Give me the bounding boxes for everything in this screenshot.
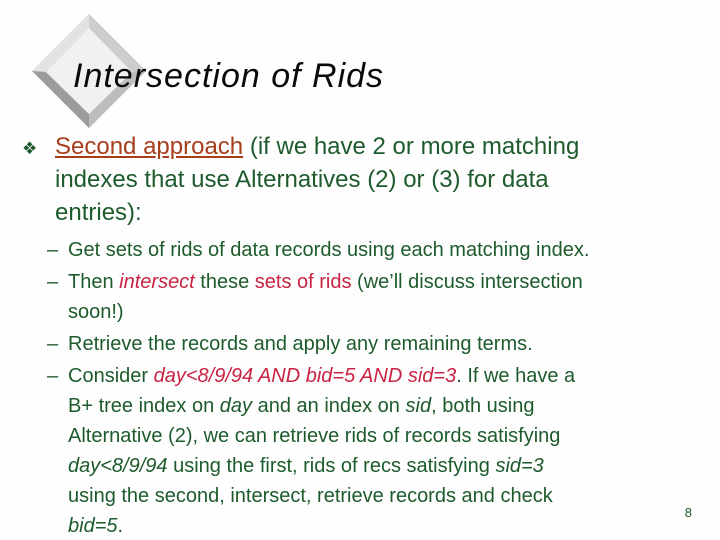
dash-bullet-icon: –	[47, 365, 59, 387]
text-segment: .	[117, 515, 124, 537]
bullet-list: ❖ Second approach (if we have 2 or more m…	[22, 130, 589, 540]
bullet-line: day<8/9/94 using the first, rids of recs…	[68, 451, 575, 481]
page-number: 8	[684, 505, 692, 520]
text-segment: . If we have a	[456, 365, 576, 387]
text-segment: soon!)	[68, 301, 124, 323]
bullet-line: Consider day<8/9/94 AND bid=5 AND sid=3.…	[68, 361, 575, 391]
text-segment: Then	[68, 271, 120, 293]
text-segment: Get sets of rids of data records using e…	[68, 239, 590, 261]
text-segment: these	[194, 271, 255, 293]
bullet-item: –Get sets of rids of data records using …	[47, 235, 589, 265]
text-segment: B+ tree index on	[68, 395, 220, 417]
bullet-item: –Then intersect these sets of rids (we’l…	[47, 267, 589, 327]
text-segment: Second approach	[55, 133, 244, 160]
bullet-item: ❖ Second approach (if we have 2 or more m…	[22, 130, 589, 229]
text-segment: indexes that use Alternatives (2) or (3)…	[55, 166, 549, 193]
bullet-text: Then intersect these sets of rids (we’ll…	[68, 267, 583, 327]
bullet-line: bid=5.	[68, 511, 575, 540]
text-segment: Alternative (2), we can retrieve rids of…	[68, 425, 561, 447]
dash-bullet-icon: –	[47, 239, 59, 261]
text-segment: sid=3	[495, 455, 544, 477]
text-segment: day<8/9/94	[68, 455, 168, 477]
text-segment: using the first, rids of recs satisfying	[167, 455, 496, 477]
text-segment: (we’ll discuss intersection	[351, 271, 583, 293]
diamond-logo-icon	[28, 14, 146, 133]
bullet-text: Retrieve the records and apply any remai…	[68, 329, 533, 359]
text-segment: entries):	[55, 199, 142, 226]
bullet-line: Alternative (2), we can retrieve rids of…	[68, 421, 575, 451]
bullet-line: entries):	[55, 196, 579, 229]
text-segment: day<8/9/94 AND bid=5 AND sid=3	[153, 365, 457, 387]
text-segment: , both using	[431, 395, 535, 417]
bullet-item: –Retrieve the records and apply any rema…	[47, 329, 589, 359]
bullet-text: Get sets of rids of data records using e…	[68, 235, 589, 265]
text-segment: (if we have 2 or more matching	[243, 133, 580, 160]
bullet-item: –Consider day<8/9/94 AND bid=5 AND sid=3…	[47, 361, 589, 540]
text-segment: and an index on	[252, 395, 406, 417]
text-segment: Consider	[68, 365, 154, 387]
bullet-line: Retrieve the records and apply any remai…	[68, 329, 533, 359]
dash-bullet-icon: –	[47, 271, 59, 293]
text-segment: sid	[405, 395, 432, 417]
bullet-line: using the second, intersect, retrieve re…	[68, 481, 575, 511]
bullet-line: Get sets of rids of data records using e…	[68, 235, 589, 265]
text-segment: sets of rids	[254, 271, 352, 293]
text-segment: day	[219, 395, 253, 417]
bullet-line: Second approach (if we have 2 or more ma…	[55, 130, 579, 163]
dash-bullet-icon: –	[47, 333, 59, 355]
text-segment: Retrieve the records and apply any remai…	[68, 333, 533, 355]
slide-title: Intersection of Rids	[73, 57, 385, 95]
text-segment: intersect	[119, 271, 195, 293]
text-segment: using the second, intersect, retrieve re…	[68, 485, 553, 507]
diamond-bullet-icon: ❖	[22, 139, 38, 158]
bullet-text: Consider day<8/9/94 AND bid=5 AND sid=3.…	[68, 361, 575, 540]
bullet-text: Second approach (if we have 2 or more ma…	[55, 130, 579, 229]
bullet-line: Then intersect these sets of rids (we’ll…	[68, 267, 583, 297]
bullet-line: indexes that use Alternatives (2) or (3)…	[55, 163, 579, 196]
text-segment: bid=5	[68, 515, 118, 537]
bullet-line: soon!)	[68, 297, 583, 327]
bullet-line: B+ tree index on day and an index on sid…	[68, 391, 575, 421]
